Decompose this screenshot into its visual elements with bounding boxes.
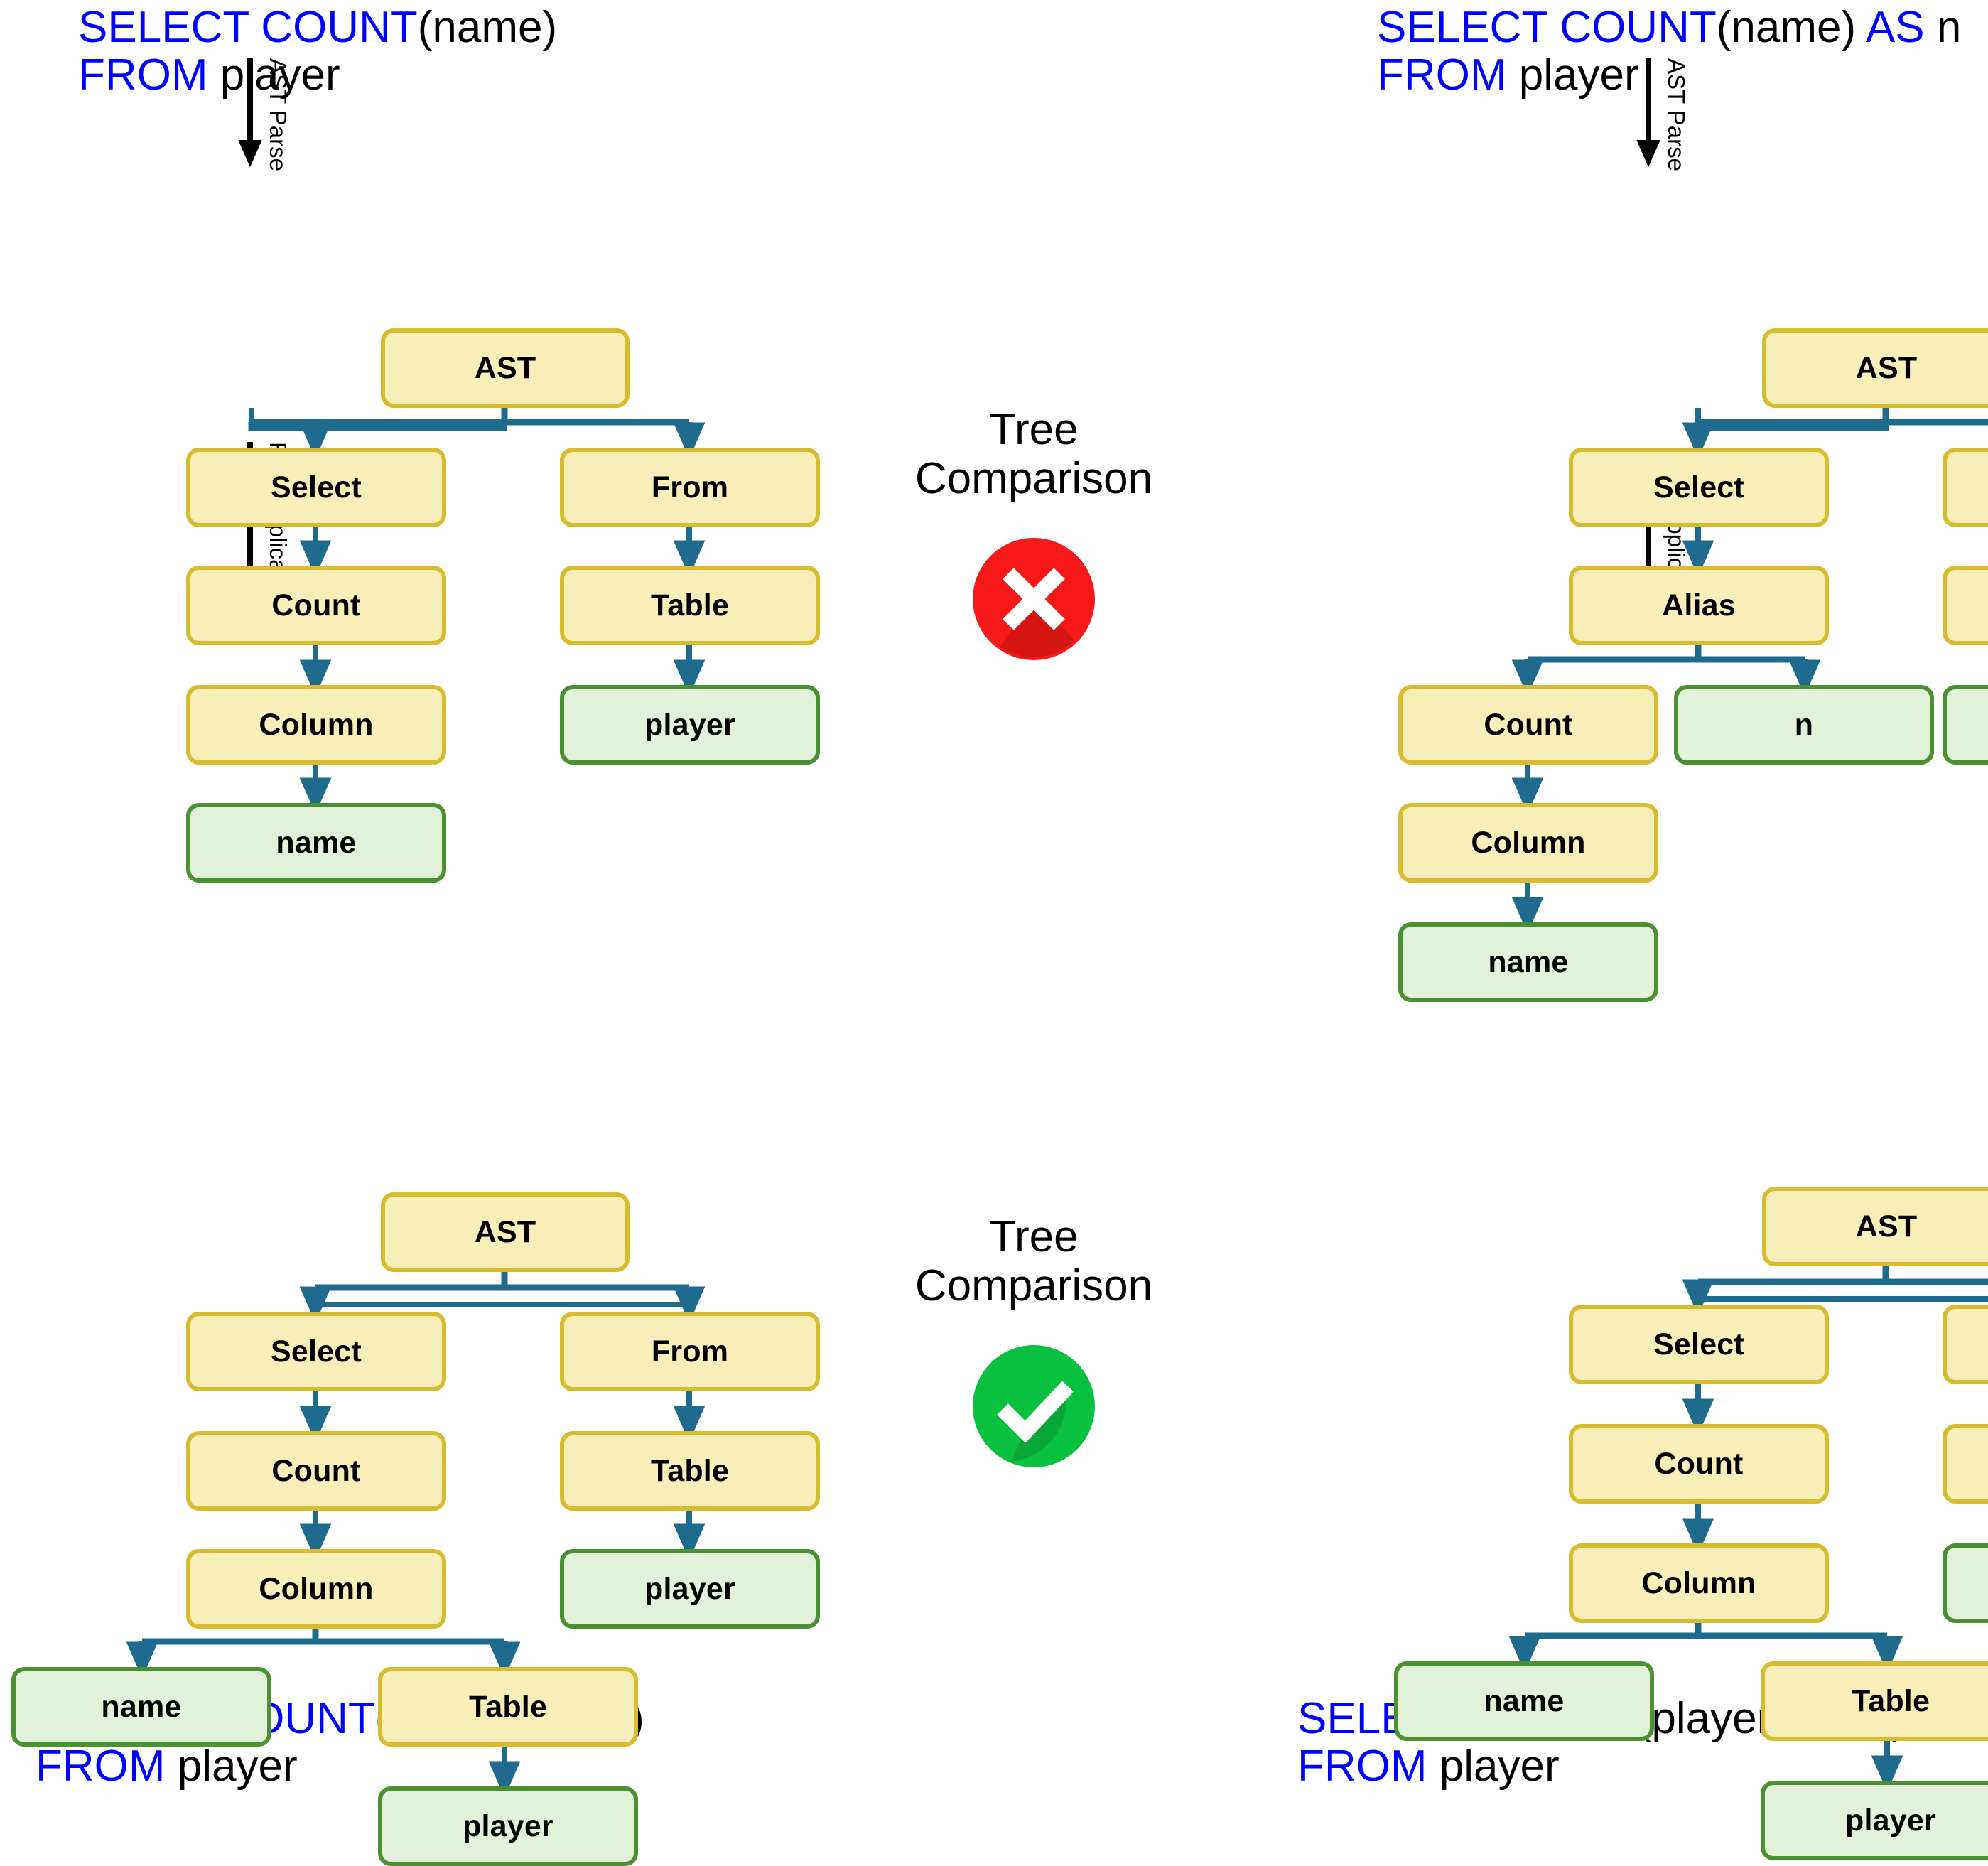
tree-node-br-from: From: [1943, 1305, 1988, 1384]
tree-node-label: Column: [259, 1571, 374, 1606]
tree-node-label: Alias: [1662, 588, 1736, 622]
tree-node-label: Table: [650, 1453, 730, 1488]
tree-node-tl-column: Column: [186, 685, 446, 765]
tree-node-label: player: [463, 1808, 553, 1843]
tree-node-tr-n: n: [1674, 685, 1934, 765]
tree-node-bl-select: Select: [186, 1312, 446, 1391]
check-circle-icon: [892, 1335, 1176, 1481]
tree-node-br-name: name: [1394, 1661, 1654, 1741]
tree-node-br-ast: AST: [1762, 1187, 1988, 1266]
tree-node-label: name: [276, 825, 357, 860]
sql-plain: player: [207, 50, 340, 99]
diagram-canvas: SELECT COUNT(name) FROM player SELECT CO…: [11, 4, 1988, 1866]
sql-plain: player: [165, 1741, 298, 1791]
tree-node-tl-name: name: [186, 803, 446, 883]
sql-keyword: FROM: [78, 50, 208, 99]
comparison-block-pass: Tree Comparison: [892, 1212, 1176, 1481]
tree-node-label: AST: [1855, 1209, 1918, 1244]
tree-node-tr-from: From: [1943, 448, 1988, 527]
tree-node-bl-player2: player: [378, 1786, 638, 1866]
tree-node-label: Table: [650, 588, 730, 622]
tree-node-label: Count: [1654, 1446, 1744, 1481]
tree-node-label: Select: [1653, 1327, 1744, 1361]
tree-node-br-select: Select: [1569, 1305, 1829, 1384]
tree-node-br-player1: player: [1943, 1543, 1988, 1623]
sql-plain: (name): [417, 3, 558, 52]
tree-node-tr-player: player: [1943, 685, 1988, 765]
tree-node-label: Count: [271, 588, 361, 622]
tree-node-tr-select: Select: [1569, 448, 1829, 527]
tree-node-label: Count: [271, 1453, 361, 1488]
tree-node-tr-ast: AST: [1762, 328, 1988, 408]
tree-node-label: name: [1484, 1683, 1565, 1718]
tree-node-label: player: [644, 707, 735, 742]
sql-plain: player: [1427, 1741, 1560, 1791]
tree-node-label: From: [651, 1334, 729, 1369]
tree-node-tr-count: Count: [1398, 685, 1658, 765]
tree-node-br-count: Count: [1569, 1424, 1829, 1504]
tree-node-tl-count: Count: [186, 566, 446, 645]
comparison-title: Tree Comparison: [914, 405, 1153, 504]
tree-node-br-column: Column: [1569, 1543, 1829, 1623]
tree-node-label: Select: [271, 470, 362, 505]
tree-node-tl-select: Select: [186, 448, 446, 527]
tree-node-tr-column: Column: [1398, 803, 1658, 883]
tree-node-bl-column: Column: [186, 1549, 446, 1629]
tree-node-bl-from: From: [560, 1312, 820, 1391]
tree-node-label: AST: [1855, 350, 1918, 385]
sql-top-right: SELECT COUNT(name) AS n FROM player: [1377, 4, 1961, 99]
sql-keyword-as: AS: [1865, 3, 1925, 52]
tree-node-label: name: [101, 1689, 182, 1724]
sql-keyword: FROM: [1297, 1741, 1427, 1791]
tree-node-label: Column: [1641, 1565, 1756, 1600]
sql-plain-alias: n: [1924, 3, 1962, 52]
tree-node-bl-name: name: [11, 1667, 271, 1747]
tree-node-label: name: [1488, 944, 1569, 979]
tree-node-bl-count: Count: [186, 1431, 446, 1511]
sql-keyword: FROM: [1377, 50, 1507, 99]
tree-node-tl-ast: AST: [381, 328, 630, 408]
tree-node-bl-ast: AST: [381, 1192, 630, 1272]
sql-keyword: SELECT COUNT: [1377, 3, 1717, 52]
tree-node-bl-player1: player: [560, 1549, 820, 1629]
cross-circle-icon: [892, 528, 1176, 674]
tree-node-label: player: [1845, 1803, 1936, 1838]
sql-top-left: SELECT COUNT(name) FROM player: [78, 4, 557, 99]
tree-node-bl-table2: Table: [378, 1667, 638, 1747]
tree-node-label: AST: [474, 350, 536, 385]
sql-plain: player: [1506, 50, 1639, 99]
tree-node-label: Column: [259, 707, 374, 742]
ast-parse-label-right: AST Parse: [1663, 58, 1690, 171]
tree-node-tl-from: From: [560, 448, 820, 527]
tree-node-label: From: [651, 470, 729, 505]
sql-keyword: SELECT COUNT: [78, 3, 418, 52]
tree-node-label: player: [644, 1571, 735, 1606]
sql-plain: (name): [1716, 3, 1866, 52]
tree-node-br-table2: Table: [1761, 1661, 1988, 1741]
sql-keyword: FROM: [36, 1741, 166, 1791]
tree-node-label: Column: [1471, 825, 1586, 860]
tree-node-tl-player: player: [560, 685, 820, 765]
tree-node-label: Table: [468, 1689, 548, 1724]
tree-node-tr-table: Table: [1943, 566, 1988, 645]
tree-node-label: Select: [1653, 470, 1744, 505]
tree-node-tl-table: Table: [560, 566, 820, 645]
comparison-title: Tree Comparison: [914, 1212, 1153, 1311]
tree-node-bl-table1: Table: [560, 1431, 820, 1511]
ast-parse-label-left: AST Parse: [265, 58, 291, 171]
tree-node-tr-alias: Alias: [1569, 566, 1829, 645]
comparison-block-fail: Tree Comparison: [892, 405, 1176, 674]
tree-node-label: Select: [271, 1334, 362, 1369]
tree-node-label: Table: [1851, 1683, 1930, 1718]
tree-node-br-player2: player: [1761, 1781, 1988, 1860]
tree-node-label: Count: [1484, 707, 1573, 742]
tree-node-br-table1: Table: [1943, 1424, 1988, 1504]
tree-node-label: n: [1794, 707, 1814, 742]
tree-node-label: AST: [474, 1214, 536, 1249]
tree-node-tr-name: name: [1398, 922, 1658, 1002]
